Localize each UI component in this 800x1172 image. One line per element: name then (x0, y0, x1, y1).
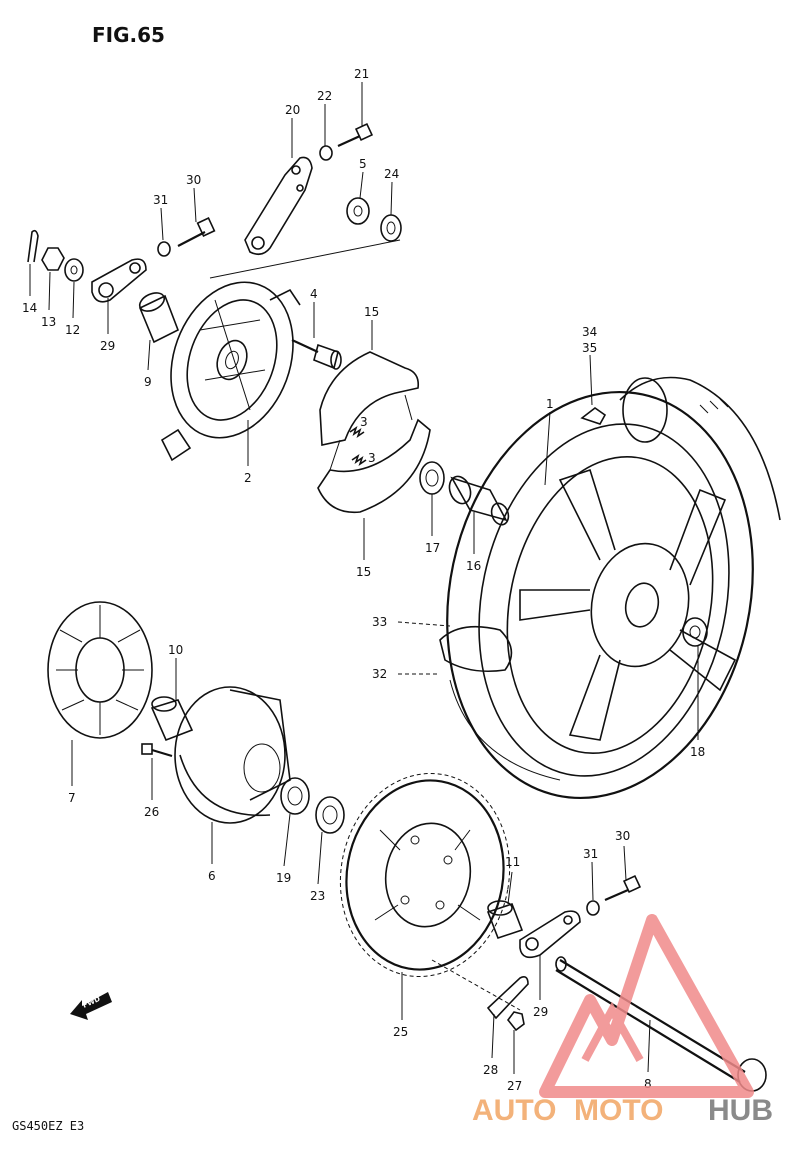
part-bolt-26 (141, 743, 173, 758)
label-31b: 31 (583, 847, 598, 861)
label-22: 22 (317, 89, 332, 103)
part-nut-24 (380, 214, 402, 242)
watermark-moto: MOTO (574, 1094, 663, 1127)
label-5: 5 (359, 157, 367, 171)
label-12: 12 (65, 323, 80, 337)
part-left-group (27, 217, 216, 344)
label-28: 28 (483, 1063, 498, 1077)
part-washer-5 (346, 197, 370, 225)
model-code: GS450EZ E3 (12, 1119, 84, 1133)
label-11: 11 (505, 855, 520, 869)
watermark-auto: AUTO (472, 1094, 556, 1127)
label-23: 23 (310, 889, 325, 903)
part-brake-cam (291, 339, 342, 370)
label-10: 10 (168, 643, 183, 657)
figure-title: FIG.65 (92, 23, 165, 47)
label-3-lower: 3 (368, 451, 376, 465)
label-20: 20 (285, 103, 300, 117)
part-bolt (337, 122, 374, 148)
fwd-arrow-icon: FWD (70, 992, 112, 1020)
watermark-hub: HUB (708, 1094, 773, 1127)
part-sprocket-drum (174, 686, 291, 824)
label-19: 19 (276, 871, 291, 885)
label-27: 27 (507, 1079, 522, 1093)
label-18: 18 (690, 745, 705, 759)
label-30b: 30 (615, 829, 630, 843)
label-25: 25 (393, 1025, 408, 1039)
part-spacer-10 (150, 699, 194, 742)
part-nut-27 (506, 1011, 525, 1032)
part-number-labels: 21 20 22 5 24 31 30 14 13 12 29 9 4 15 3… (22, 67, 705, 1093)
label-7: 7 (68, 791, 76, 805)
part-spacer-11 (486, 902, 524, 940)
watermark-text: AUTO MOTO HUB (472, 1094, 773, 1127)
leader-lines (29, 82, 699, 1074)
part-right-group (519, 874, 642, 959)
label-8: 8 (644, 1077, 652, 1091)
label-21: 21 (354, 67, 369, 81)
label-29b: 29 (533, 1005, 548, 1019)
label-32: 32 (372, 667, 387, 681)
label-30: 30 (186, 173, 201, 187)
part-rear-sprocket (339, 772, 511, 978)
label-26: 26 (144, 805, 159, 819)
part-brake-arm (244, 156, 313, 256)
label-9: 9 (144, 375, 152, 389)
part-cush-damper (47, 601, 153, 739)
label-15b: 15 (356, 565, 371, 579)
part-rear-wheel (439, 376, 781, 800)
label-14: 14 (22, 301, 37, 315)
part-adjuster-28 (486, 976, 529, 1020)
label-17: 17 (425, 541, 440, 555)
label-35: 35 (582, 341, 597, 355)
part-bearing-spacer (419, 461, 510, 526)
part-seal-23 (315, 796, 345, 834)
part-brake-shoes (317, 351, 431, 514)
label-6: 6 (208, 869, 216, 883)
watermark-logo (539, 914, 754, 1098)
label-34: 34 (582, 325, 597, 339)
label-1: 1 (546, 397, 554, 411)
part-valve (580, 407, 607, 425)
label-31: 31 (153, 193, 168, 207)
label-29: 29 (100, 339, 115, 353)
label-24: 24 (384, 167, 399, 181)
part-bearing-19 (280, 777, 310, 815)
label-16: 16 (466, 559, 481, 573)
label-2: 2 (244, 471, 252, 485)
label-33: 33 (372, 615, 387, 629)
label-3-upper: 3 (360, 415, 368, 429)
part-washer (319, 145, 333, 161)
label-15: 15 (364, 305, 379, 319)
label-4: 4 (310, 287, 318, 301)
label-13: 13 (41, 315, 56, 329)
part-brake-panel (160, 281, 301, 462)
